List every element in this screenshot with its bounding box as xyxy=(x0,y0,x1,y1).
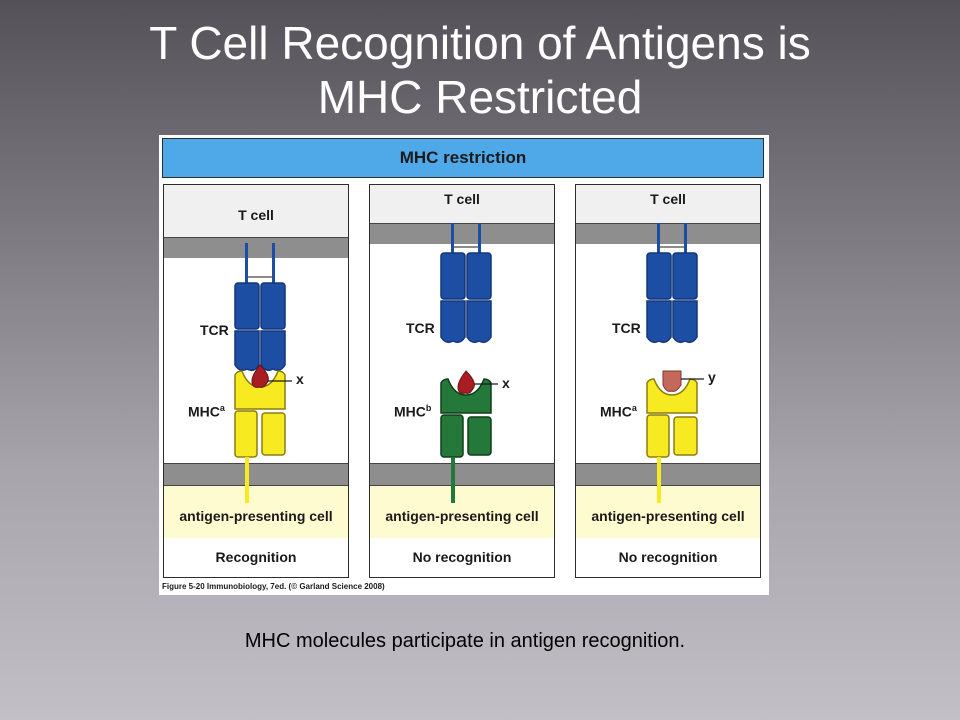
mhc-label: MHCa xyxy=(600,403,637,420)
mhc-allele: a xyxy=(631,403,637,413)
mhc-molecule xyxy=(646,378,698,503)
mhc-label-text: MHC xyxy=(600,403,632,420)
tcr-molecule xyxy=(234,243,286,372)
mhc-allele: b xyxy=(425,403,432,413)
apc-region: antigen-presenting cell xyxy=(370,485,554,545)
antigen-peptide xyxy=(251,364,292,388)
panel-no-recognition-antigen-y: T cell antigen-presenting cell xyxy=(575,184,761,546)
tcr-label: TCR xyxy=(612,320,641,336)
t-cell-label: T cell xyxy=(650,191,686,207)
title-line-1: T Cell Recognition of Antigens is xyxy=(149,17,811,69)
t-cell-label: T cell xyxy=(238,207,274,223)
mhc-label: MHCb xyxy=(394,403,431,420)
antigen-label: x xyxy=(502,375,510,391)
tcr-label: TCR xyxy=(200,322,229,338)
apc-membrane xyxy=(370,463,554,486)
antigen-label: x xyxy=(296,371,304,387)
result-recognition: Recognition xyxy=(163,538,349,578)
mhc-label: MHCa xyxy=(188,403,225,420)
apc-region: antigen-presenting cell xyxy=(576,485,760,545)
figure-credit: Figure 5-20 Immunobiology, 7ed. (© Garla… xyxy=(162,582,385,591)
mhc-molecule xyxy=(234,370,286,503)
slide-title: T Cell Recognition of Antigens is MHC Re… xyxy=(0,16,960,124)
figure-banner: MHC restriction xyxy=(162,138,764,178)
apc-membrane xyxy=(576,463,760,486)
result-no-recognition-2: No recognition xyxy=(575,538,761,578)
molecule-diagram xyxy=(646,223,704,503)
apc-label: antigen-presenting cell xyxy=(385,508,539,524)
antigen-peptide xyxy=(457,370,498,394)
mhc-molecule xyxy=(440,378,492,503)
molecule-diagram xyxy=(440,223,498,503)
title-line-2: MHC Restricted xyxy=(317,71,643,123)
t-cell-region xyxy=(370,185,554,223)
tcr-molecule xyxy=(440,223,492,344)
slide-caption: MHC molecules participate in antigen rec… xyxy=(244,630,686,652)
t-cell-region xyxy=(576,185,760,223)
t-cell-membrane xyxy=(576,223,760,244)
t-cell-membrane xyxy=(164,237,348,258)
tcr-label: TCR xyxy=(406,320,435,336)
panel-recognition: T cell antigen-presenting cell xyxy=(163,184,349,546)
antigen-label: y xyxy=(708,369,716,385)
result-no-recognition-1: No recognition xyxy=(369,538,555,578)
antigen-peptide xyxy=(662,370,704,392)
tcr-molecule xyxy=(646,223,698,344)
mhc-label-text: MHC xyxy=(188,403,220,420)
apc-membrane xyxy=(164,463,348,486)
apc-label: antigen-presenting cell xyxy=(591,508,745,524)
apc-region: antigen-presenting cell xyxy=(164,485,348,545)
mhc-allele: a xyxy=(219,403,225,413)
mhc-label-text: MHC xyxy=(394,403,426,420)
panel-no-recognition-mhc-b: T cell antigen-presenting cell xyxy=(369,184,555,546)
t-cell-label: T cell xyxy=(444,191,480,207)
molecule-diagram xyxy=(234,243,292,503)
mhc-restriction-figure: MHC restriction T cell antigen-presentin… xyxy=(159,135,769,595)
apc-label: antigen-presenting cell xyxy=(179,508,333,524)
t-cell-membrane xyxy=(370,223,554,244)
